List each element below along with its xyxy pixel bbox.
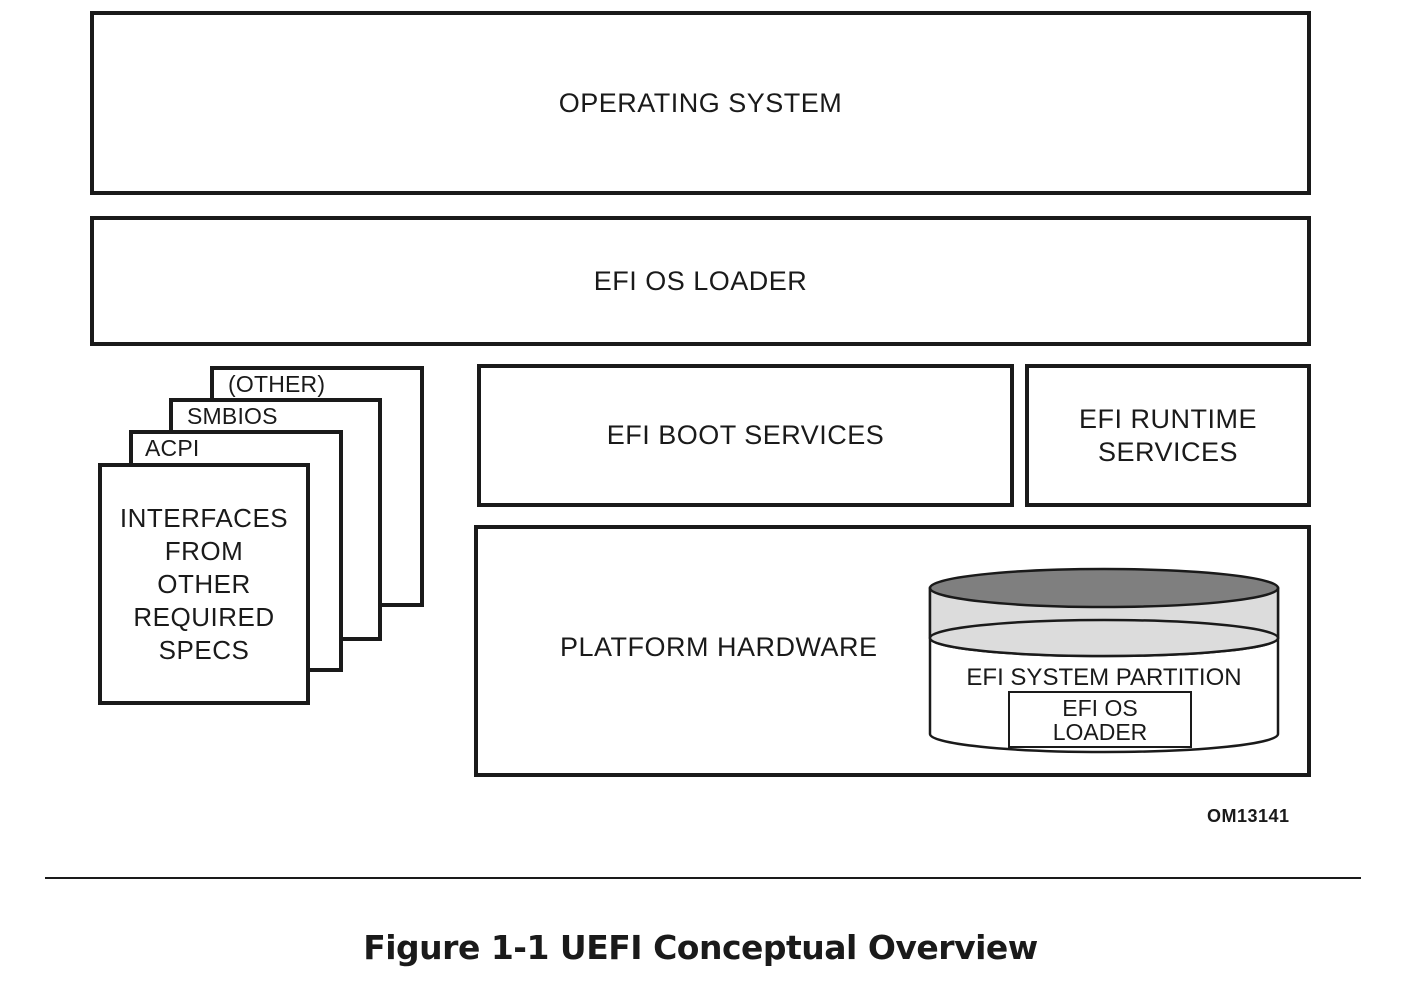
spec-doc-front: INTERFACES FROM OTHER REQUIRED SPECS [98, 463, 310, 705]
spec-doc-smbios-label: SMBIOS [187, 403, 278, 429]
partition-loader-line2: LOADER [1052, 718, 1148, 745]
spec-line: SPECS [158, 634, 250, 665]
spec-line: INTERFACES [119, 502, 289, 533]
efi-runtime-services-label-line1: EFI RUNTIME [1079, 403, 1257, 434]
efi-runtime-services-box: EFI RUNTIME SERVICES [1025, 364, 1311, 507]
efi-os-loader-label: EFI OS LOADER [593, 265, 808, 296]
spec-line: FROM [164, 535, 244, 566]
efi-system-partition-label: EFI SYSTEM PARTITION [966, 664, 1242, 691]
efi-boot-services-label: EFI BOOT SERVICES [606, 420, 885, 450]
figure-code: OM13141 [1207, 806, 1290, 826]
spec-line: OTHER [157, 568, 251, 599]
operating-system-layer: OPERATING SYSTEM [90, 11, 1311, 195]
disk-middle-ring [928, 618, 1280, 658]
spec-doc-acpi-label: ACPI [145, 435, 200, 461]
spec-doc-front-text: INTERFACES FROM OTHER REQUIRED SPECS [102, 467, 306, 701]
partition-efi-os-loader-box: EFI OS LOADER [1008, 691, 1192, 748]
efi-boot-services-box: EFI BOOT SERVICES [477, 364, 1014, 507]
efi-runtime-services-label-line2: SERVICES [1097, 436, 1239, 467]
disk-top [928, 567, 1280, 609]
spec-doc-other-label: (OTHER) [228, 371, 326, 397]
spec-line: REQUIRED [133, 601, 275, 632]
partition-loader-line1: EFI OS [1062, 694, 1138, 721]
operating-system-label: OPERATING SYSTEM [558, 87, 843, 118]
divider-line [45, 877, 1361, 879]
platform-hardware-label: PLATFORM HARDWARE [560, 632, 878, 662]
efi-os-loader-layer: EFI OS LOADER [90, 216, 1311, 346]
figure-caption: Figure 1-1 UEFI Conceptual Overview [363, 928, 1038, 967]
